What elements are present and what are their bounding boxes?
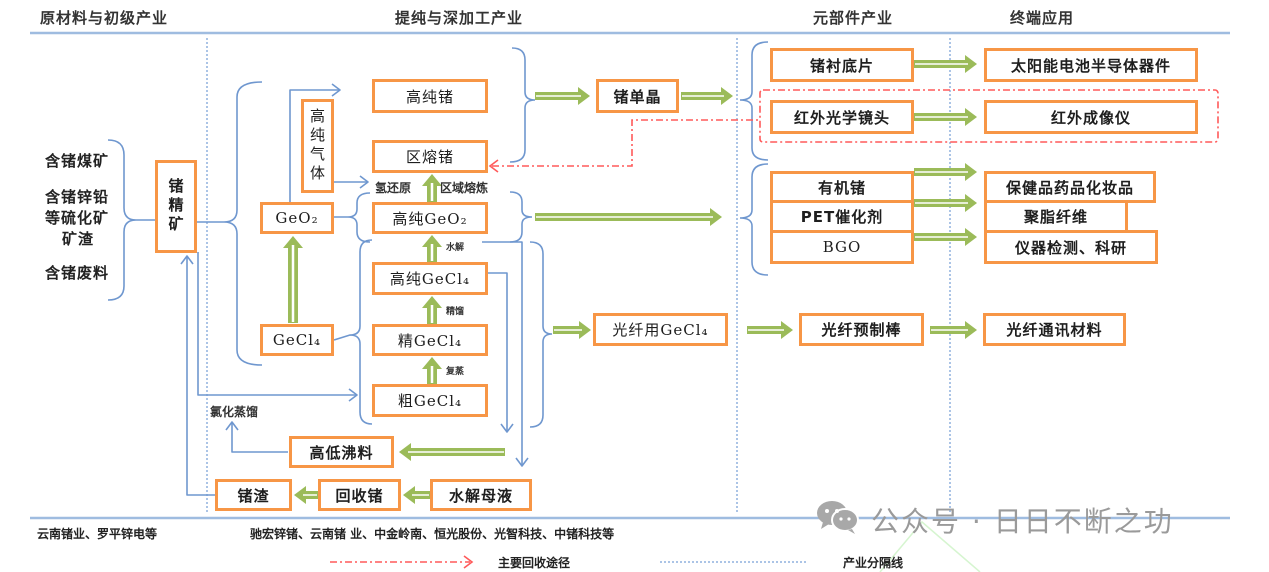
companies-raw: 云南锗业、罗平锌电等 [37,527,158,541]
flow-arrow-to-single-crystal [535,87,590,105]
node-recovered-ge: 回收锗 [318,479,401,511]
raw-material-sulfide-line1: 含锗锌铅 [45,188,110,206]
wechat-icon [815,499,861,542]
raw-material-sulfide-line3: 矿渣 [62,230,95,248]
flow-arrow-geo2-to-zone-ge [422,174,442,202]
raw-material-sulfide-line2: 等硫化矿 [45,209,110,227]
node-fiber-preform: 光纤预制棒 [799,313,924,346]
flow-arrow-gecl4-to-geo2 [283,236,303,323]
chevron-icon [225,421,239,431]
node-health-cosmetics: 保健品药品化妆品 [984,171,1156,203]
geo2-to-high-purity-line [289,89,340,202]
flow-arrow-recovered-to-slag [294,486,318,504]
label-rectification: 精馏 [446,307,465,317]
node-pet-catalyst: PET催化剂 [770,200,914,233]
flow-arrow-single-crystal-out [681,87,733,105]
chevron-icon [515,457,529,467]
watermark-decoration [879,520,981,572]
flow-arrow-to-fiber-gecl4 [553,321,591,339]
concentrate-split-brace [197,81,263,366]
flow-arrow-rectification [422,296,442,324]
legend-recovery-path: 主要回收途径 [498,556,571,570]
label-chlorination-distillation: 氯化蒸馏 [210,405,259,419]
header-refining: 提纯与深加工产业 [395,9,524,27]
slag-return-line [186,256,215,496]
label-zone-melting: 区域熔炼 [440,181,489,195]
boiling-return-line [231,422,288,453]
flow-arrow-lens-to-imager [914,108,977,126]
watermark-text: 公众号 · 日日不断之功 [871,505,1174,538]
chevron-icon [463,555,474,569]
node-instruments-research: 仪器检测、科研 [984,230,1158,264]
node-ge-substrate: 锗衬底片 [770,48,914,82]
node-geo2: GeO₂ [260,202,334,234]
chevron-icon [331,83,341,97]
label-hydrolysis: 水解 [446,243,465,253]
node-bgo: BGO [770,230,914,264]
header-raw-materials: 原材料与初级产业 [40,9,169,27]
node-high-purity-geo2: 高纯GeO₂ [372,202,488,234]
node-solar-semiconductor: 太阳能电池半导体器件 [984,48,1198,82]
flow-arrow-substrate-to-solar [914,55,977,73]
pure-ge-brace [509,47,536,163]
pure-geo2-brace [509,191,533,243]
node-gecl4: GeCl₄ [260,324,334,356]
flow-arrow-redistillation [422,357,442,384]
node-zone-refined-ge: 区熔锗 [372,140,488,173]
chevron-icon [488,159,499,173]
chevron-icon [500,423,514,433]
header-terminal: 终端应用 [1010,9,1075,27]
legend-industry-divider: 产业分隔线 [843,556,904,570]
infrared-recovery-frame [759,89,1219,143]
raw-materials-brace [107,139,155,301]
geo2-brace [334,192,371,243]
flow-arrow-to-fiber-comm [930,321,977,339]
node-high-purity-gas: 高纯气体 [301,99,334,193]
node-high-low-boiling: 高低沸料 [289,436,394,468]
raw-material-coal: 含锗煤矿 [45,152,110,170]
node-high-purity-gecl4: 高纯GeCl₄ [372,262,488,295]
label-redistillation: 复蒸 [446,367,465,377]
gecl4-to-boiling-line [488,272,508,432]
flow-arrow-group [283,55,977,504]
node-fiber-comm: 光纤通讯材料 [983,313,1126,346]
node-polyester-fiber: 聚脂纤维 [984,200,1128,233]
label-hydrogen-reduction: 氢还原 [375,181,412,195]
watermark: 公众号 · 日日不断之功 [815,500,1174,540]
flow-arrow-to-high-low-boiling [399,443,505,461]
node-ge-single-crystal: 锗单晶 [596,79,679,113]
node-ge-slag: 锗渣 [215,479,292,511]
node-refined-gecl4: 精GeCl₄ [372,324,488,356]
gecl4-chain-left-brace [333,239,373,425]
chevron-icon [348,388,358,402]
node-ir-lens: 红外光学镜头 [770,100,914,134]
node-fiber-gecl4: 光纤用GeCl₄ [593,313,728,346]
node-hydrolysis-mother-liquor: 水解母液 [430,479,532,511]
flow-arrow-geo2-to-components [535,208,722,226]
node-ir-imager: 红外成像仪 [984,100,1198,134]
node-high-purity-ge: 高纯锗 [372,79,488,113]
flow-arrow-liquor-to-recovered [403,486,430,504]
component-brace-upper [739,41,769,161]
hydrolysis-to-liquor-line [482,241,523,466]
flow-arrow-hydrolysis [422,235,442,262]
chevron-icon [359,175,369,189]
node-ge-concentrate: 锗精矿 [155,160,197,253]
companies-refine: 驰宏锌锗、云南锗 业、中金岭南、恒光股份、光智科技、中锗科技等 [250,527,615,541]
node-organic-ge: 有机锗 [770,171,914,203]
node-crude-gecl4: 粗GeCl₄ [372,384,488,417]
chevron-icon [180,255,194,265]
header-components: 元部件产业 [813,9,894,27]
flow-arrow-pet-to-polyester [914,194,977,212]
flow-arrow-bgo-to-instruments [914,228,977,246]
concentrate-to-crude-line [197,252,357,396]
recovery-path-line [492,119,760,167]
raw-material-waste: 含锗废料 [45,264,110,282]
component-brace-lower [739,163,769,276]
flow-arrow-to-preform [747,321,793,339]
flow-arrow-organic-to-health [914,163,977,181]
gecl4-chain-right-brace [529,241,553,428]
